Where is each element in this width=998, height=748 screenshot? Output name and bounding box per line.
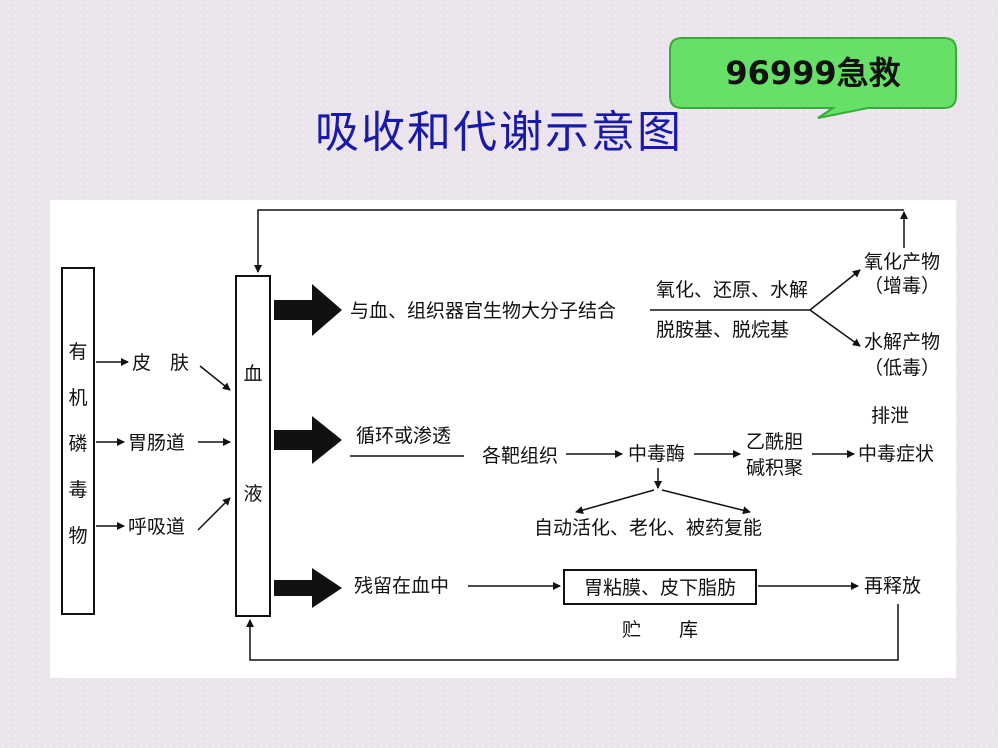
page-title: 吸收和代谢示意图: [315, 107, 683, 158]
storage-label: 贮 库: [622, 619, 698, 641]
big-arrow: [274, 284, 342, 336]
poisoned-enzyme: 中毒酶: [628, 443, 685, 465]
target-tissue: 各靶组织: [482, 445, 558, 467]
release-label: 再释放: [864, 575, 921, 597]
big-arrow: [274, 568, 342, 608]
arrow: [809, 269, 861, 311]
route-skin: 皮 肤: [132, 352, 189, 374]
route-gi-tract: 胃肠道: [128, 432, 185, 454]
storage-box-text: 胃粘膜、皮下脂肪: [584, 577, 736, 599]
arrow: [199, 365, 231, 391]
ach-line1: 乙酰胆: [746, 431, 803, 453]
residue-text: 残留在血中: [354, 575, 449, 597]
enzyme-outcomes: 自动活化、老化、被药复能: [534, 517, 762, 539]
route-respiratory: 呼吸道: [128, 516, 185, 538]
product-oxidation-note: （增毒）: [864, 275, 940, 297]
arrow: [575, 489, 655, 514]
feedback-arrow: [246, 604, 899, 661]
binding-text: 与血、组织器官生物大分子结合: [350, 300, 616, 322]
arrow: [809, 309, 861, 347]
source-char: 机: [68, 387, 87, 409]
symptoms-label: 中毒症状: [858, 443, 934, 465]
source-char: 毒: [68, 479, 87, 501]
product-hydrolysis: 水解产物: [864, 331, 940, 353]
product-oxidation: 氧化产物: [864, 251, 940, 273]
source-char: 磷: [68, 433, 87, 455]
blood-box: [235, 275, 271, 617]
source-box: [61, 267, 95, 615]
reaction-top-text: 氧化、还原、水解: [656, 279, 808, 301]
product-hydrolysis-note: （低毒）: [864, 357, 940, 379]
diagram-panel: 有 机 磷 毒 物 皮 肤 胃肠道 呼吸道 血 液 与血、组织器官生物大分子结合…: [50, 200, 956, 678]
callout-badge: 96999急救: [668, 36, 958, 126]
callout-text: 96999急救: [725, 54, 901, 92]
reaction-bottom-text: 脱胺基、脱烷基: [656, 319, 789, 341]
flow-diagram: 有 机 磷 毒 物 皮 肤 胃肠道 呼吸道 血 液 与血、组织器官生物大分子结合…: [61, 209, 940, 661]
circulation-text: 循环或渗透: [356, 425, 451, 447]
big-arrow: [274, 416, 342, 464]
arrow: [197, 497, 231, 531]
excretion-label: 排泄: [871, 405, 909, 427]
feedback-arrow: [254, 209, 904, 273]
storage-box: [563, 569, 757, 605]
source-char: 有: [68, 341, 87, 363]
ach-line2: 碱积聚: [746, 457, 803, 479]
blood-char: 液: [243, 483, 262, 505]
arrow: [661, 489, 751, 515]
callout-bubble-shape: [669, 37, 957, 119]
blood-char: 血: [243, 363, 262, 385]
source-char: 物: [68, 525, 87, 547]
